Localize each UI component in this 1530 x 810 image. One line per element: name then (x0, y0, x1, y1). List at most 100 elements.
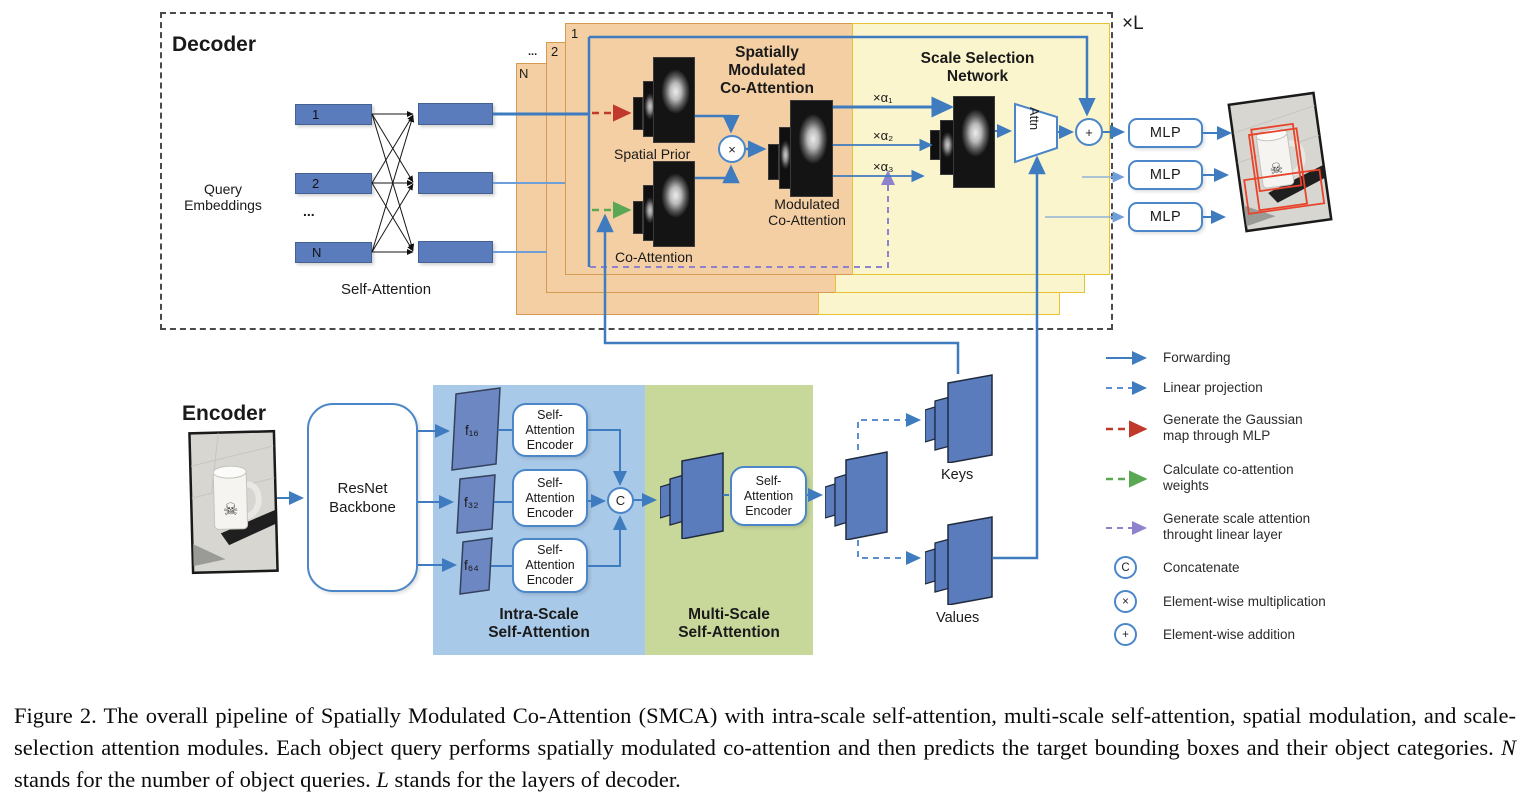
multiscale-self-attention-encoder-box: Self- Attention Encoder (730, 466, 807, 526)
msae-line2: Attention (743, 488, 794, 503)
panel-1-label: 1 (571, 26, 579, 41)
legend-scale-line2: throught linear layer (1163, 527, 1283, 542)
sae1-line1: Self- (537, 407, 563, 422)
legend-gaussian-line1: Generate the Gaussian (1163, 412, 1303, 427)
legend-item-gaussian-map: Generate the Gaussian map through MLP (1163, 412, 1303, 444)
feature-f16-parallelogram (451, 387, 501, 471)
mlp-box-1: MLP (1128, 118, 1203, 148)
query-box-2: 2 (295, 173, 372, 194)
sae1-line2: Attention (525, 422, 575, 437)
scale-factor-3-label: ×α₃ (873, 159, 894, 174)
self-attention-encoder-box-2: Self- Attention Encoder (512, 469, 588, 527)
scale-factor-1-label: ×α₁ (873, 90, 893, 105)
resnet-label-line2: Backbone (329, 498, 396, 516)
sae1-line3: Encoder (526, 437, 574, 452)
decoder-output-image: ☠ (1227, 91, 1333, 233)
legend-multiply-symbol: × (1122, 595, 1129, 608)
multi-line2: Self-Attention (678, 624, 780, 641)
attended-query-box-1 (418, 103, 493, 125)
caption-part3: stands for the layers of decoder. (388, 767, 681, 792)
legend-concatenate-icon: C (1114, 556, 1137, 579)
feature-f32-parallelogram (456, 474, 496, 534)
caption-part2: stands for the number of object queries. (14, 767, 377, 792)
multi-scale-label: Multi-Scale Self-Attention (653, 606, 805, 642)
predicted-bounding-boxes (1243, 122, 1326, 215)
sae2-line3: Encoder (526, 505, 574, 520)
legend-item-concatenate: Concatenate (1163, 560, 1240, 575)
legend-item-scale-attention: Generate scale attention throught linear… (1163, 511, 1310, 543)
msae-line1: Self- (755, 473, 782, 488)
times-l-label: ×L (1122, 13, 1144, 34)
keys-feature-stack (925, 374, 993, 463)
resnet-backbone-box: ResNet Backbone (307, 403, 418, 592)
scale-selection-stack (930, 96, 995, 188)
attn-label: Attn (1027, 107, 1042, 131)
elementwise-multiply-icon: × (718, 135, 746, 163)
legend-item-forwarding: Forwarding (1163, 350, 1231, 365)
mlp1-label: MLP (1149, 124, 1182, 141)
legend-coatt-line1: Calculate co-attention (1163, 462, 1294, 477)
smca-line2: Modulated (728, 62, 806, 79)
sae3-line1: Self- (537, 543, 563, 557)
mlp2-label: MLP (1149, 166, 1182, 183)
scale-selection-network-title: Scale Selection Network (905, 50, 1050, 86)
query-embeddings-line2: Embeddings (184, 197, 262, 213)
attended-query-box-n (418, 241, 493, 263)
sae2-line1: Self- (537, 475, 563, 490)
intra-line2: Self-Attention (488, 624, 590, 641)
feature-f64-label: f₆₄ (464, 558, 479, 573)
legend-item-multiplication: Element-wise multiplication (1163, 594, 1326, 609)
self-attention-encoder-box-3: Self- Attention Encoder (512, 538, 588, 593)
query-embeddings-line1: Query (203, 181, 243, 197)
modulated-co-attention-stack (768, 100, 833, 197)
query-1-label: 1 (312, 107, 320, 122)
ssn-line1: Scale Selection (920, 50, 1035, 67)
svg-text:☠: ☠ (1268, 159, 1284, 179)
modulated-line1: Modulated (774, 196, 840, 212)
mlp-box-3: MLP (1128, 202, 1203, 232)
multi-line1: Multi-Scale (688, 606, 770, 623)
multiscale-input-feature-stack (660, 452, 724, 539)
modulated-co-attention-label: Modulated Co-Attention (755, 196, 859, 228)
smca-line1: Spatially (735, 44, 799, 61)
caption-n-symbol: N (1500, 735, 1516, 760)
self-attention-label: Self-Attention (341, 281, 432, 298)
intra-line1: Intra-Scale (499, 606, 579, 623)
feature-f16-label: f₁₆ (465, 423, 479, 438)
query-2-label: 2 (312, 176, 320, 191)
co-attention-stack (633, 161, 695, 247)
svg-text:☠: ☠ (223, 500, 239, 520)
values-feature-stack (925, 516, 993, 605)
sae2-line2: Attention (525, 490, 575, 505)
encoder-title: Encoder (182, 402, 267, 425)
panel-2-label: 2 (551, 44, 559, 59)
encoder-output-feature-stack (825, 451, 888, 540)
query-box-n: N (295, 242, 372, 263)
multiply-symbol: × (728, 141, 736, 157)
sae3-line3: Encoder (526, 573, 574, 587)
query-dots: ... (303, 203, 315, 219)
caption-part1: Figure 2. The overall pipeline of Spatia… (14, 703, 1516, 760)
legend-scale-line1: Generate scale attention (1163, 511, 1311, 526)
legend-add-icon: + (1114, 623, 1137, 646)
legend-concat-symbol: C (1121, 561, 1130, 574)
resnet-label-line1: ResNet (337, 479, 388, 497)
legend-symbol-arrows (1106, 351, 1148, 535)
feature-f32-label: f₃₂ (464, 495, 479, 510)
smca-line3: Co-Attention (720, 80, 814, 97)
query-embeddings-label: Query Embeddings (160, 181, 286, 213)
query-n-label: N (312, 245, 322, 260)
legend-gaussian-line2: map through MLP (1163, 428, 1271, 443)
decoder-title: Decoder (172, 33, 257, 56)
intra-scale-label: Intra-Scale Self-Attention (463, 606, 615, 642)
add-symbol: + (1085, 124, 1093, 140)
mlp-box-2: MLP (1128, 160, 1203, 190)
sae3-line2: Attention (525, 558, 575, 572)
smca-title: Spatially Modulated Co-Attention (696, 44, 838, 98)
spatial-prior-stack (633, 57, 695, 143)
msae-line3: Encoder (745, 503, 792, 518)
modulated-line2: Co-Attention (768, 212, 846, 228)
legend-coatt-line2: weights (1163, 478, 1209, 493)
ssn-line2: Network (946, 68, 1009, 85)
